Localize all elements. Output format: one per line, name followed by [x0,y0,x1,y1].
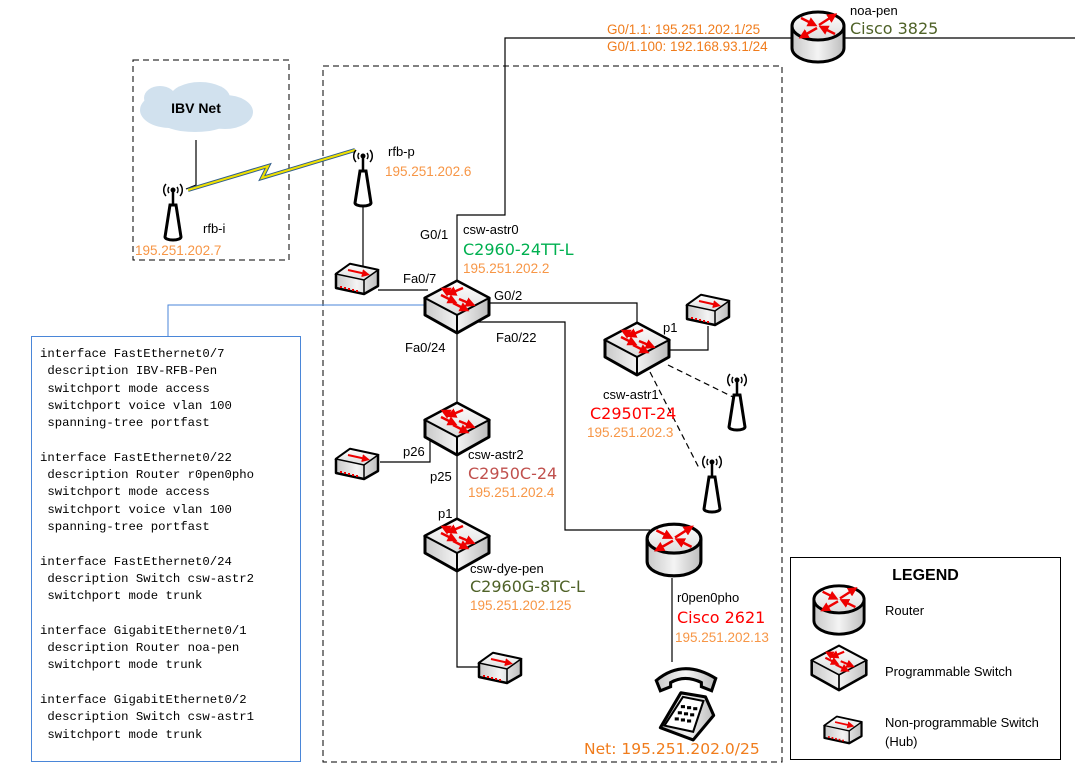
config-line: spanning-tree portfast [40,416,210,431]
config-line: interface GigabitEthernet0/1 [40,623,247,638]
port-p26: p26 [403,444,425,459]
rfb-i-name: rfb-i [203,221,226,236]
legend-router-label: Router [885,603,925,618]
antenna-rfb-i-icon[interactable] [162,182,184,242]
wireless-link-2 [649,371,701,471]
link-fa022 [475,321,650,531]
port-g01: G0/1 [420,227,448,242]
legend-switch-label: Programmable Switch [885,664,1013,679]
port-dye-p1: p1 [438,506,452,521]
hub-astr1-icon[interactable] [687,295,729,325]
link-g02 [490,302,638,324]
cloud-icon [140,82,253,132]
config-line: switchport mode trunk [40,589,203,604]
link-cloud-rfb-i [185,140,197,190]
config-line: description Switch csw-astr2 [40,571,255,586]
legend-title: LEGEND [892,567,959,584]
config-line: switchport voice vlan 100 [40,502,232,517]
csw-astr1-model: C2950T-24 [590,404,676,423]
r0pen0pho-model: Cisco 2621 [677,608,765,627]
r0pen0pho-ip: 195.251.202.13 [675,630,769,645]
config-callout-line [167,304,425,336]
links [185,37,1075,668]
port-fa022: Fa0/22 [496,330,536,345]
switch-csw-astr0-icon[interactable] [425,281,489,333]
cloud-label: IBV Net [171,100,221,116]
legend-hub-label: Non-programmable Switch [885,715,1039,730]
csw-astr0-name: csw-astr0 [463,222,519,237]
port-astr1-p1: p1 [663,320,677,335]
csw-astr1-name: csw-astr1 [603,387,659,402]
legend: LEGEND Router Programmable Switch Non-pr… [790,557,1061,760]
port-fa024: Fa0/24 [405,340,445,355]
router-r0pen0pho-icon[interactable] [647,524,701,576]
hub-fa07-icon[interactable] [336,264,378,294]
rfb-i-ip: 195.251.202.7 [135,243,221,258]
legend-switch-icon [812,646,867,690]
config-line: switchport mode access [40,485,210,500]
config-line: switchport mode access [40,381,210,396]
pen-zone-border [322,65,783,763]
csw-astr1-ip: 195.251.202.3 [587,425,673,440]
config-line: interface FastEthernet0/7 [40,347,225,361]
config-blank-line [40,536,300,553]
csw-dye-pen-ip: 195.251.202.125 [470,598,571,613]
ibv-zone-border [132,59,290,261]
link-p26 [380,440,431,463]
switch-csw-astr1-icon[interactable] [605,323,669,375]
link-astr1-hub [670,326,709,351]
port-p25: p25 [430,469,452,484]
port-fa07: Fa0/7 [403,271,436,286]
config-line: switchport mode trunk [40,727,203,742]
config-line: switchport voice vlan 100 [40,398,232,413]
config-line: switchport mode trunk [40,658,203,673]
antenna-astr1-a-icon[interactable] [726,372,748,432]
config-blank-line [40,675,300,692]
csw-astr2-model: C2950C-24 [468,464,557,483]
router-noa-pen-icon[interactable] [792,12,844,62]
hub-p26-icon[interactable] [336,449,378,479]
config-line: description Router r0pen0pho [40,468,255,483]
config-line: interface FastEthernet0/24 [40,554,232,569]
csw-dye-pen-model: C2960G-8TC-L [470,577,585,596]
port-g02: G0/2 [494,288,522,303]
legend-router-icon [814,586,864,634]
link-g01-noa-pen [456,37,792,282]
antenna-astr1-b-icon[interactable] [701,454,723,514]
csw-astr0-ip: 195.251.202.2 [463,261,549,276]
config-blank-line [40,432,300,449]
r0pen0pho-name: r0pen0pho [677,590,739,605]
phone-icon[interactable] [654,667,718,742]
config-line: description IBV-RFB-Pen [40,364,218,379]
wireless-link-1 [667,364,734,398]
rfb-p-ip: 195.251.202.6 [385,164,471,179]
config-blank-line [40,605,300,622]
link-dye-hub [456,572,480,668]
noa-pen-if2: G0/1.100: 192.168.93.1/24 [607,39,768,54]
rfb-p-name: rfb-p [388,144,415,159]
hub-dye-icon[interactable] [479,653,521,683]
csw-astr2-ip: 195.251.202.4 [468,485,555,500]
config-box: interface FastEthernet0/7 description IB… [31,336,301,762]
noa-pen-name: noa-pen [850,3,898,18]
config-line: interface FastEthernet0/22 [40,450,232,465]
config-line: description Switch csw-astr1 [40,710,255,725]
noa-pen-if1: G0/1.1: 195.251.202.1/25 [607,22,760,37]
config-line: interface GigabitEthernet0/2 [40,692,247,707]
net-label: Net: 195.251.202.0/25 [584,740,760,758]
csw-astr2-name: csw-astr2 [468,447,524,462]
antenna-rfb-p-icon[interactable] [352,148,374,208]
csw-dye-pen-name: csw-dye-pen [470,561,544,576]
config-line: description Router noa-pen [40,641,240,656]
legend-hub-icon [824,717,861,743]
config-line: spanning-tree portfast [40,519,210,534]
noa-pen-model: Cisco 3825 [850,19,938,38]
csw-astr0-model: C2960-24TT-L [463,240,574,259]
radio-link [187,148,356,192]
legend-hub-label-2: (Hub) [885,734,918,749]
